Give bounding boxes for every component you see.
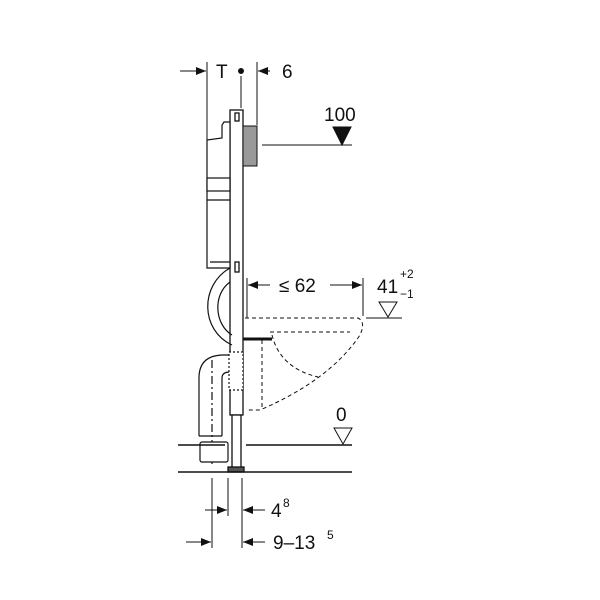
bottom-dimensions bbox=[186, 478, 265, 548]
flush-plate bbox=[242, 125, 258, 167]
seat-tolerance-minus: −1 bbox=[400, 287, 414, 301]
wall-range-label: 9–13 bbox=[273, 533, 315, 554]
leg-gap-sup: 8 bbox=[283, 496, 290, 510]
seat-height-marker bbox=[366, 301, 402, 319]
wc-bowl bbox=[245, 317, 364, 411]
cistern bbox=[206, 121, 231, 269]
depth-label: T bbox=[216, 62, 228, 83]
floor-lines bbox=[178, 444, 352, 473]
drain-pipe bbox=[198, 351, 244, 465]
installation-frame bbox=[227, 109, 245, 473]
floor-level-label: 0 bbox=[336, 405, 347, 426]
seat-height-label: 41 bbox=[377, 277, 398, 298]
flush-height-marker bbox=[262, 126, 352, 147]
plate-offset-label: 6 bbox=[282, 62, 293, 83]
wall-range-sup: 5 bbox=[327, 528, 334, 542]
leg-gap-label: 4 bbox=[271, 501, 282, 522]
projection-label: ≤ 62 bbox=[279, 276, 316, 297]
floor-level-marker bbox=[333, 427, 353, 446]
seat-tolerance-plus: +2 bbox=[400, 267, 414, 281]
projection-dimension bbox=[246, 278, 364, 318]
flush-pipe bbox=[207, 267, 233, 346]
depth-dimension bbox=[180, 62, 270, 140]
flush-height-label: 100 bbox=[324, 105, 356, 126]
center-dot bbox=[238, 68, 244, 74]
